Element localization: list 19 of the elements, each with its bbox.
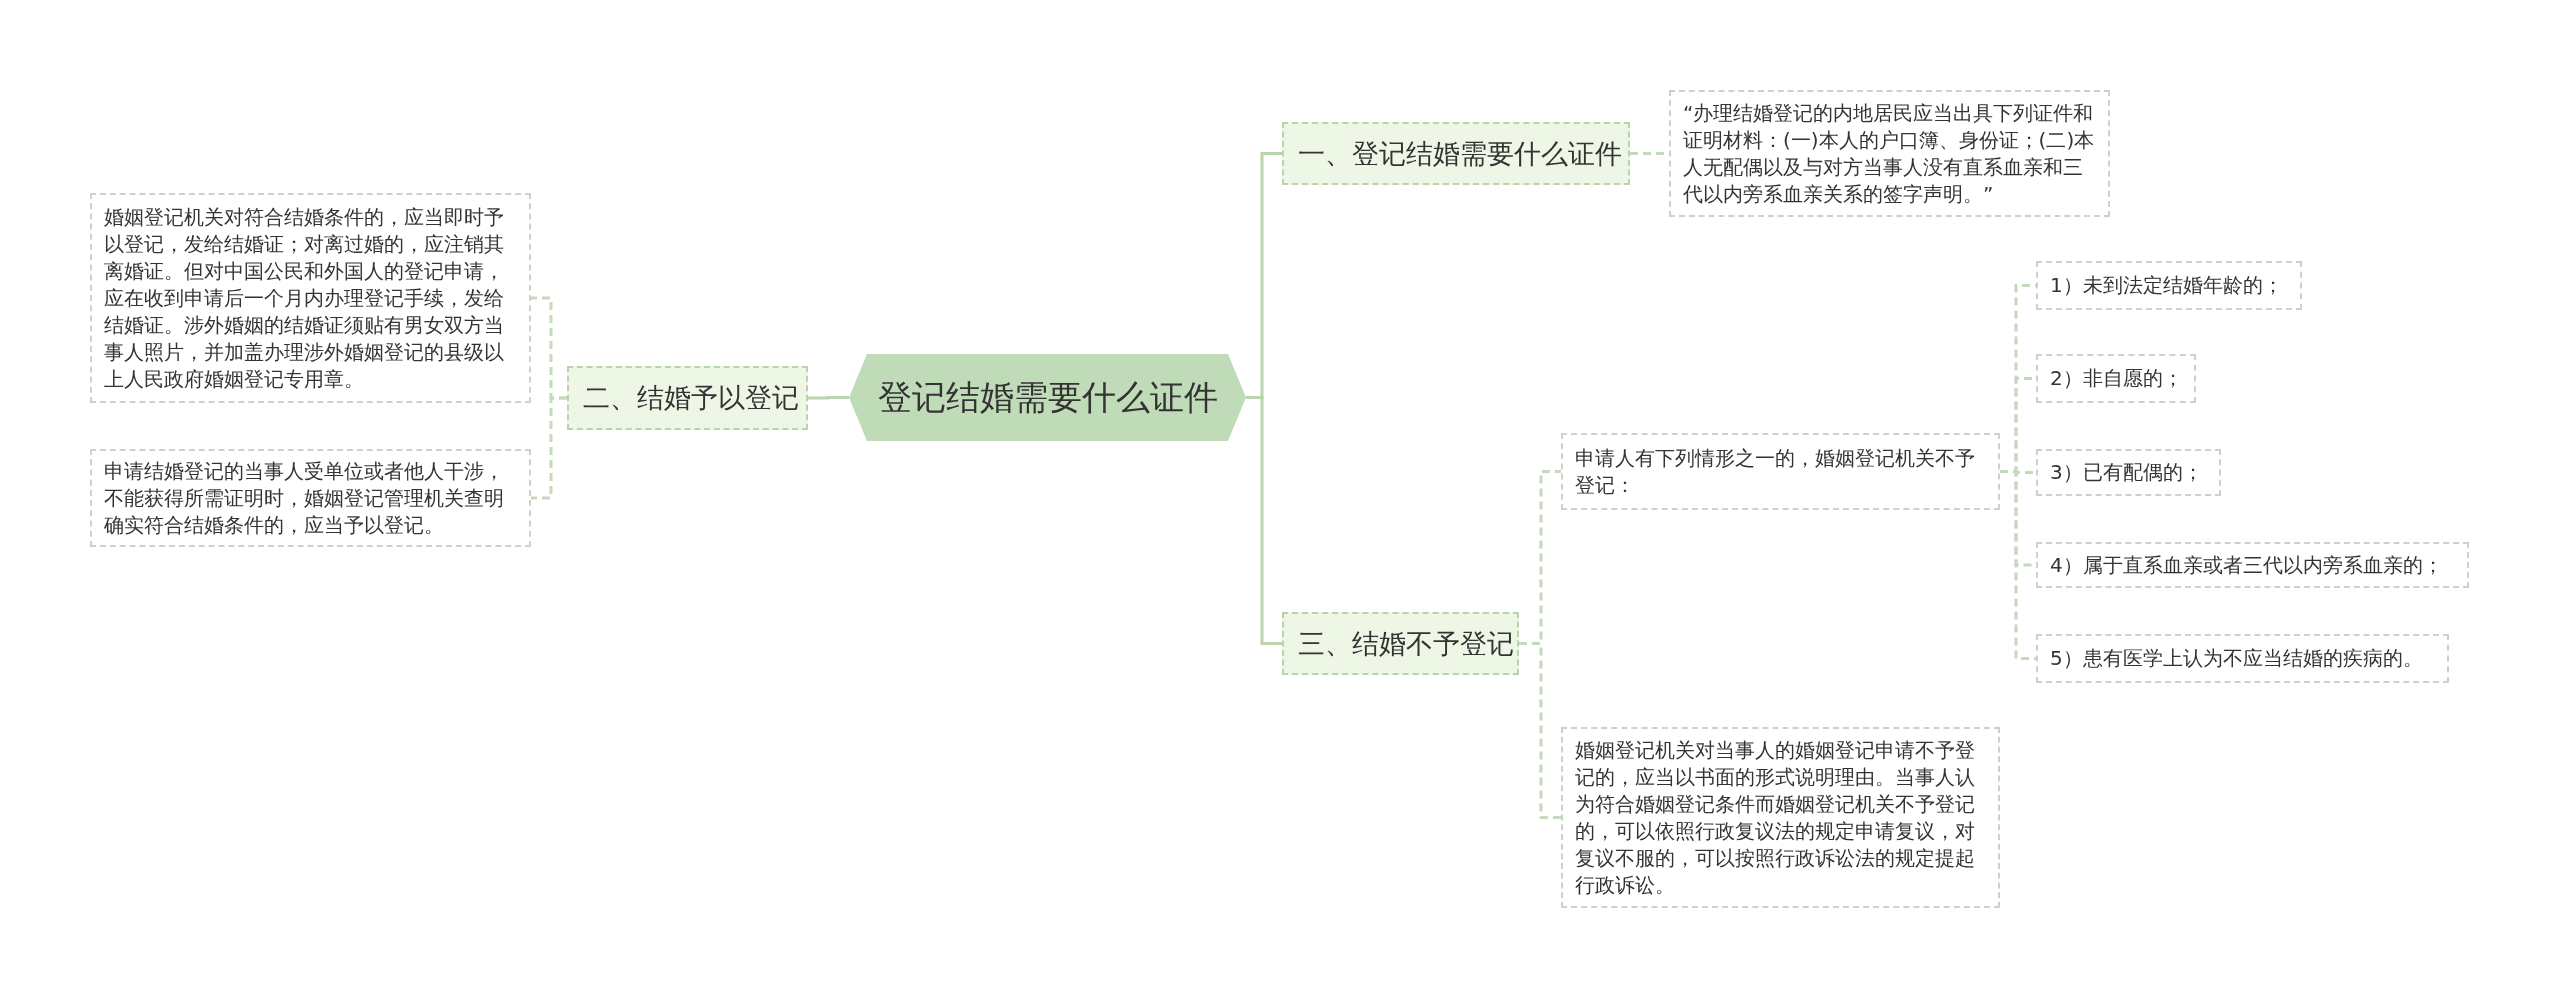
text-box: 婚姻登记机关对当事人的婚姻登记申请不予登记的，应当以书面的形式说明理由。当事人认为符合婚姻登记条件而婚姻登记机关不予登记的，可以依照行政复议法的规定申请复议，对复议不服的，可以按照行政诉讼法的规定提起行政诉讼。 [1561, 727, 2000, 908]
text-box: 申请结婚登记的当事人受单位或者他人干涉，不能获得所需证明时，婚姻登记管理机关查明确实符合结婚条件的，应当予以登记。 [90, 449, 531, 547]
connector-line [2000, 470, 2036, 660]
topic-hexagon: 登记结婚需要什么证件 [849, 354, 1246, 441]
text-box: 申请人有下列情形之一的，婚姻登记机关不予登记： [1561, 433, 2000, 510]
branch-box: 三、结婚不予登记 [1282, 612, 1519, 675]
text-box: 婚姻登记机关对符合结婚条件的，应当即时予以登记，发给结婚证；对离过婚的，应注销其离婚证。但对中国公民和外国人的登记申请，应在收到申请后一个月内办理登记手续，发给结婚证。涉外婚姻的结婚证须贴有男女双方当事人照片，并加盖办理涉外婚姻登记的县级以上人民政府婚姻登记专用章。 [90, 193, 531, 403]
text-box: 5）患有医学上认为不应当结婚的疾病的。 [2036, 634, 2449, 683]
text-box: “办理结婚登记的内地居民应当出具下列证件和证明材料：(一)本人的户口簿、身份证；(二)本人无配偶以及与对方当事人没有直系血亲和三代以内旁系血亲关系的签字声明。” [1669, 90, 2110, 217]
text-box: 4）属于直系血亲或者三代以内旁系血亲的； [2036, 542, 2469, 588]
connector-line [531, 396, 567, 500]
connector-line [1519, 642, 1561, 819]
text-box: 2）非自愿的； [2036, 354, 2196, 403]
text-box: 3）已有配偶的； [2036, 449, 2221, 496]
branch-box: 二、结婚予以登记 [567, 366, 808, 430]
connector-line [808, 396, 849, 400]
connector-line [1246, 396, 1282, 645]
branch-box: 一、登记结婚需要什么证件 [1282, 122, 1630, 185]
text-box: 1）未到法定结婚年龄的； [2036, 261, 2302, 310]
